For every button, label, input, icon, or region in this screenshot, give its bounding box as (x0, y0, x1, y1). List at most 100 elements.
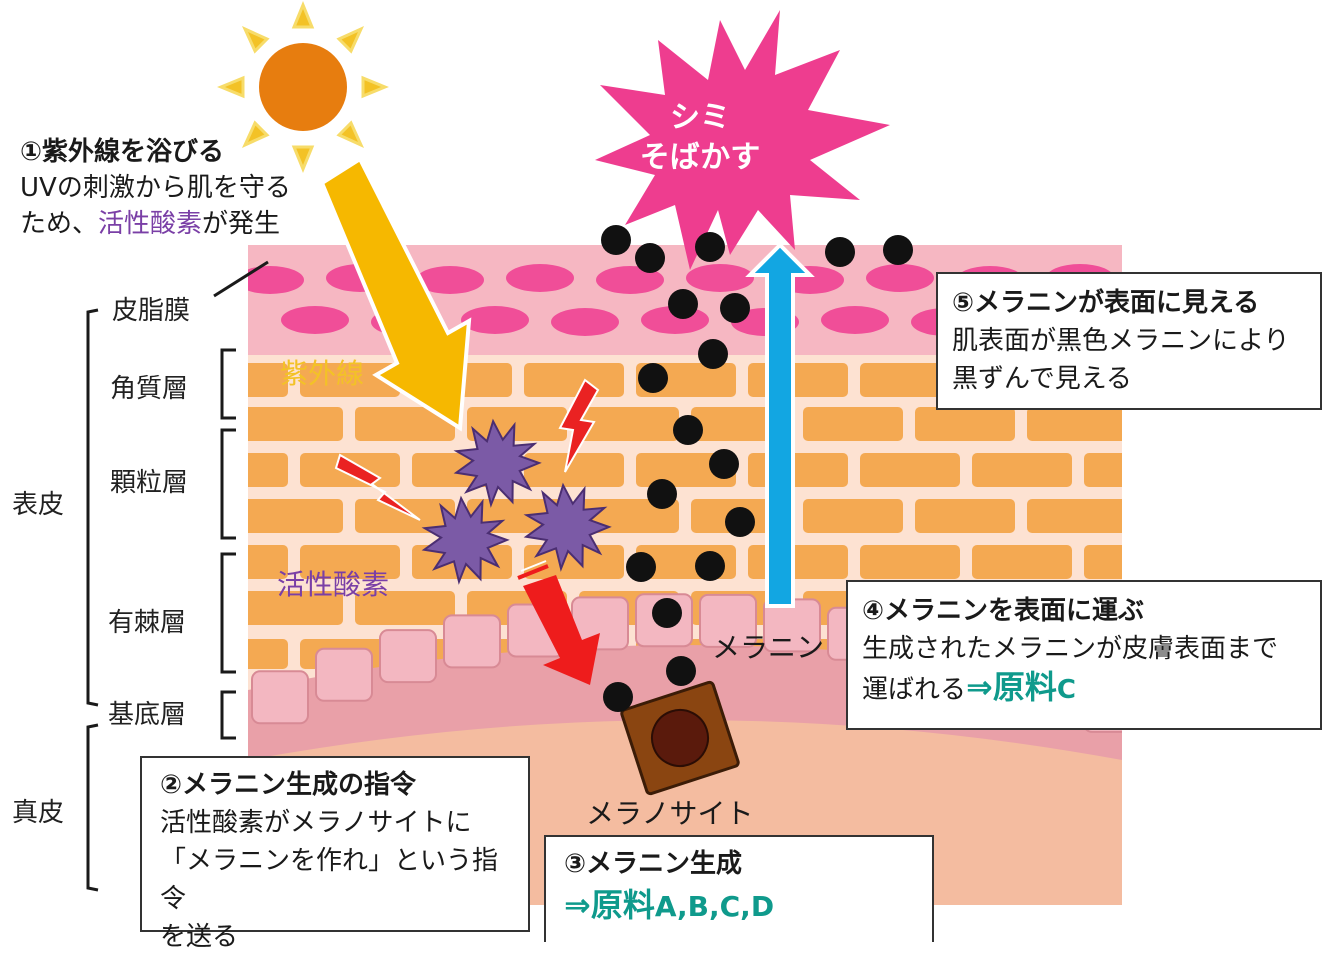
step1-line2-post: が発生 (202, 209, 281, 239)
epidermis-cell (355, 407, 455, 441)
sebum-spot (461, 306, 529, 334)
epidermis-cell (972, 545, 1072, 579)
lightning-icon (558, 378, 600, 473)
melanin-dot (635, 243, 665, 273)
step3-title: ③メラニン生成 (564, 849, 743, 879)
melanocyte-label: メラノサイト (586, 797, 754, 830)
melanin-dot (626, 552, 656, 582)
step1-line2: ため、活性酸素が発生 (20, 206, 291, 242)
melanin-dot (666, 656, 696, 686)
epidermis-cell (248, 639, 288, 669)
melanin-dot (673, 415, 703, 445)
step4-result-arrow: ⇒ (966, 668, 993, 706)
epidermis-cell (803, 499, 903, 533)
reactive-oxygen-group (421, 418, 612, 585)
melanin-dot (698, 339, 728, 369)
epidermis-cell (524, 363, 624, 397)
melanin-dot (668, 289, 698, 319)
epidermis-cell (248, 453, 288, 487)
melanin-dot (695, 551, 725, 581)
step4-line2: 運ばれる⇒原料C (862, 668, 1306, 709)
sebum-spot (506, 264, 574, 292)
step2-title: ②メラニン生成の指令 (160, 770, 417, 800)
step1-line2-highlight: 活性酸素 (98, 209, 203, 239)
melanin-dot (720, 293, 750, 323)
basal-cell (315, 647, 373, 702)
epidermis-cell (248, 363, 288, 397)
melanocyte-icon (620, 680, 740, 796)
melanin-dot (603, 682, 633, 712)
epidermis-cell (248, 545, 288, 579)
melanin-transport-arrow (745, 242, 815, 608)
epidermis-cell (748, 453, 848, 487)
epidermis-cell (300, 363, 400, 397)
epidermis-cell (248, 499, 343, 533)
burst-label-line1: シミ (670, 100, 730, 135)
epidermis-cell (524, 453, 624, 487)
epidermis-cell (300, 545, 400, 579)
melanin-dot (638, 363, 668, 393)
melanin-dot (883, 235, 913, 265)
melanin-label: メラニン (712, 631, 825, 664)
sebum-spot (686, 264, 754, 292)
basal-cell (443, 614, 501, 669)
step2-line2: 「メラニンを作れ」という指令 (160, 846, 499, 914)
step5-box: ⑤メラニンが表面に見える 肌表面が黒色メラニンにより 黒ずんで見える (936, 272, 1322, 410)
epidermis-cell (1027, 499, 1122, 533)
layer-label-sebum: 皮脂膜 (112, 296, 191, 326)
step4-line2-text: 運ばれる (862, 675, 967, 705)
epidermis-cell (748, 545, 848, 579)
group-label-dermis: 真皮 (12, 798, 65, 828)
step4-result-items: C (1056, 675, 1076, 705)
epidermis-cell (579, 407, 679, 441)
basal-cell (251, 670, 309, 725)
epidermis-cell (355, 499, 455, 533)
melanin-dot (725, 507, 755, 537)
epidermis-cell (1027, 407, 1122, 441)
step4-title: ④メラニンを表面に運ぶ (862, 596, 1145, 626)
group-label-epidermis: 表皮 (12, 490, 65, 520)
step4-line1: 生成されたメラニンが皮膚表面まで (862, 634, 1279, 664)
uv-label: 紫外線 (280, 357, 365, 390)
epidermis-cell (355, 591, 455, 625)
epidermis-cell (748, 363, 848, 397)
ros-label: 活性酸素 (277, 568, 390, 601)
step5-line1: 肌表面が黒色メラニンにより (952, 326, 1290, 356)
step1-line2-pre: ため、 (20, 209, 99, 239)
reactive-oxygen-icon (453, 418, 542, 508)
epidermis-cell (860, 363, 960, 397)
sebum-spot (596, 266, 664, 294)
step3-result-word: 原料 (590, 886, 655, 924)
reactive-oxygen-icon (523, 482, 612, 572)
step1-annotation: ①紫外線を浴びる UVの刺激から肌を守る ため、活性酸素が発生 (20, 134, 291, 242)
step3-result-items: A,B,C,D (654, 890, 775, 923)
basal-cell (699, 593, 757, 648)
step4-box: ④メラニンを表面に運ぶ 生成されたメラニンが皮膚表面まで 運ばれる⇒原料C (846, 580, 1322, 730)
step5-line2: 黒ずんで見える (952, 364, 1132, 394)
epidermis-cell (1084, 545, 1122, 579)
signal-arrow (517, 560, 600, 685)
step5-title: ⑤メラニンが表面に見える (952, 288, 1260, 318)
sun-icon (217, 1, 389, 173)
melanin-dot (601, 225, 631, 255)
melanin-dot (695, 232, 725, 262)
sebum-spot (281, 306, 349, 334)
step1-line1: UVの刺激から肌を守る (20, 173, 291, 203)
sebum-spot (866, 264, 934, 292)
epidermis-cell (1084, 453, 1122, 487)
burst-label-line2: そばかす (639, 140, 761, 175)
sebum-spot (551, 308, 619, 336)
epidermis-cell (248, 407, 343, 441)
step2-line1: 活性酸素がメラノサイトに (160, 808, 472, 838)
melanin-dot (647, 479, 677, 509)
epidermis-cell (915, 499, 1015, 533)
epidermis-cell (248, 591, 343, 625)
step2-box: ②メラニン生成の指令 活性酸素がメラノサイトに 「メラニンを作れ」という指令 を… (140, 756, 530, 952)
spot-burst-icon (595, 10, 890, 270)
layer-brackets (86, 260, 269, 892)
epidermis-cell (915, 407, 1015, 441)
sebum-spot (821, 306, 889, 334)
epidermis-cell (803, 407, 903, 441)
step3-result-arrow: ⇒ (564, 886, 591, 924)
